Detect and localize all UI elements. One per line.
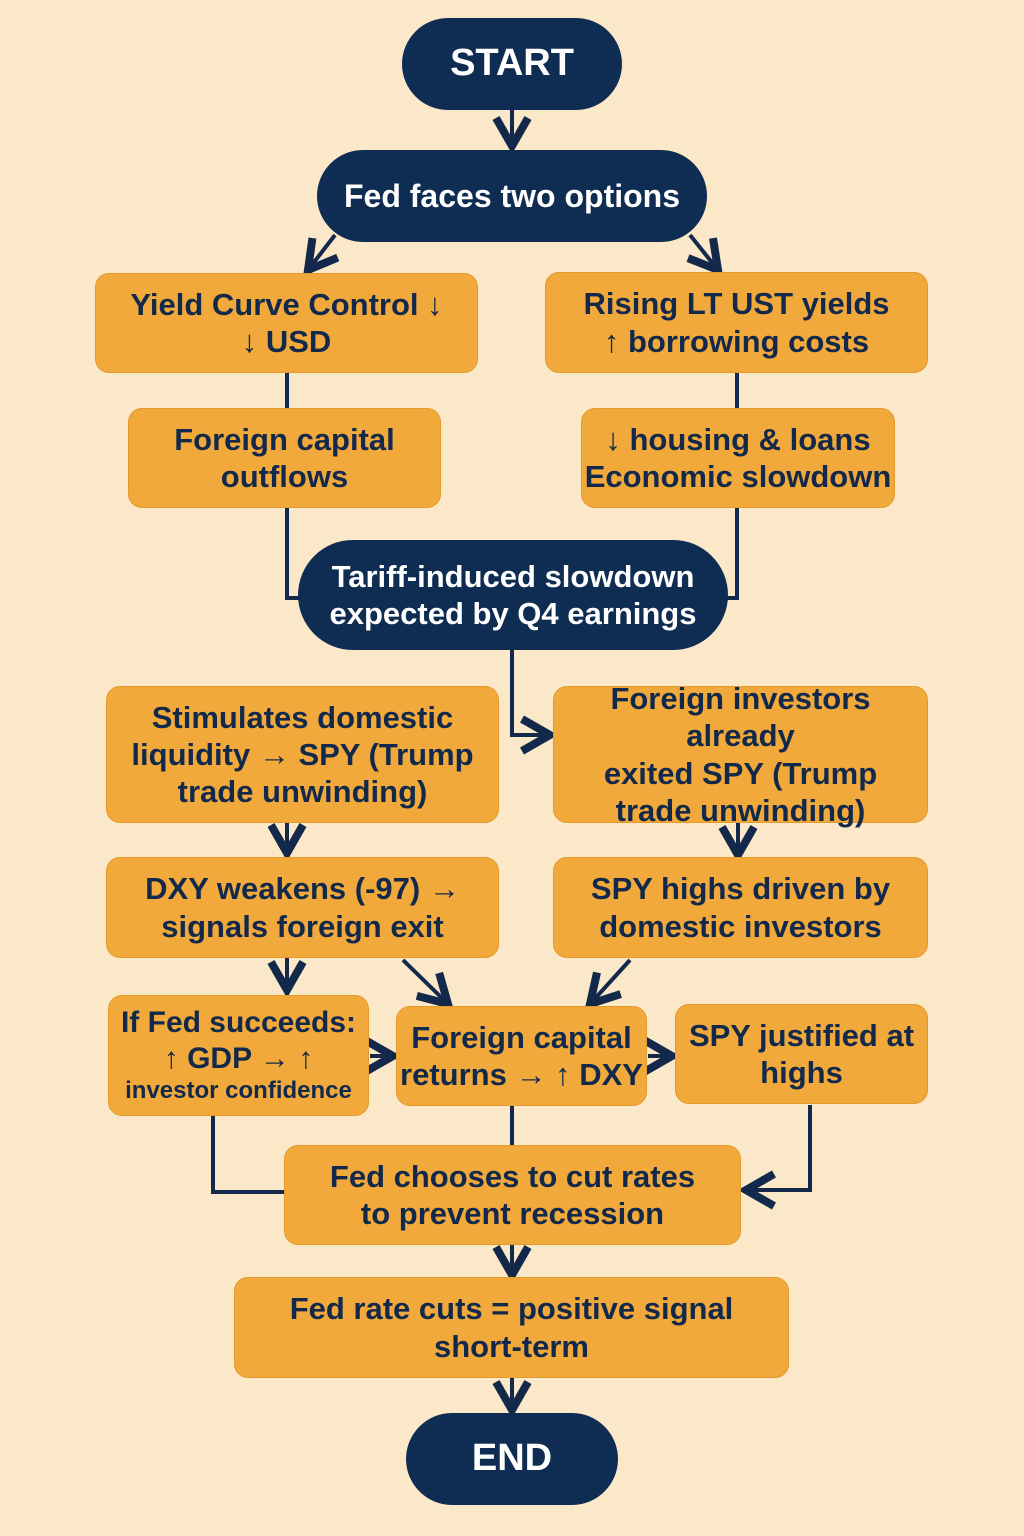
line — [725, 508, 739, 600]
arrow — [401, 958, 448, 1004]
line — [211, 1116, 284, 1194]
stimulates-liquidity-node: Stimulates domestic liquidity → SPY (Tru… — [106, 686, 499, 823]
yield-curve-control-node: Yield Curve Control ↓ ↓ USD — [95, 273, 478, 373]
arrow — [590, 958, 632, 1004]
line — [285, 508, 300, 600]
fed-cuts-rates-node: Fed chooses to cut rates to prevent rece… — [284, 1145, 741, 1245]
arrow — [308, 233, 335, 270]
fed-options-node: Fed faces two options — [317, 150, 707, 242]
spy-highs-node: SPY highs driven by domestic investors — [553, 857, 928, 958]
foreign-capital-returns-node: Foreign capital returns → ↑ DXY — [396, 1006, 647, 1106]
if-fed-succeeds-node: If Fed succeeds: ↑ GDP → ↑ investor conf… — [108, 995, 369, 1116]
spy-justified-node: SPY justified at highs — [675, 1004, 928, 1104]
end-node: END — [406, 1413, 618, 1505]
investor-confidence-text: investor confidence — [125, 1077, 352, 1105]
dxy-weakens-node: DXY weakens (-97) → signals foreign exit — [106, 857, 499, 958]
arrow — [690, 233, 718, 270]
arrow — [510, 650, 550, 735]
if-fed-succeeds-text: If Fed succeeds: ↑ GDP → ↑ — [120, 1006, 357, 1076]
foreign-exited-node: Foreign investors already exited SPY (Tr… — [553, 681, 928, 828]
tariff-slowdown-node: Tariff-induced slowdown expected by Q4 e… — [298, 540, 728, 650]
housing-slowdown-node: ↓ housing & loans Economic slowdown — [581, 408, 895, 508]
rising-yields-node: Rising LT UST yields ↑ borrowing costs — [545, 272, 928, 373]
positive-signal-node: Fed rate cuts = positive signal short-te… — [234, 1277, 789, 1378]
arrow — [746, 1105, 812, 1190]
foreign-outflows-node: Foreign capital outflows — [128, 408, 441, 508]
start-node: START — [402, 18, 622, 110]
